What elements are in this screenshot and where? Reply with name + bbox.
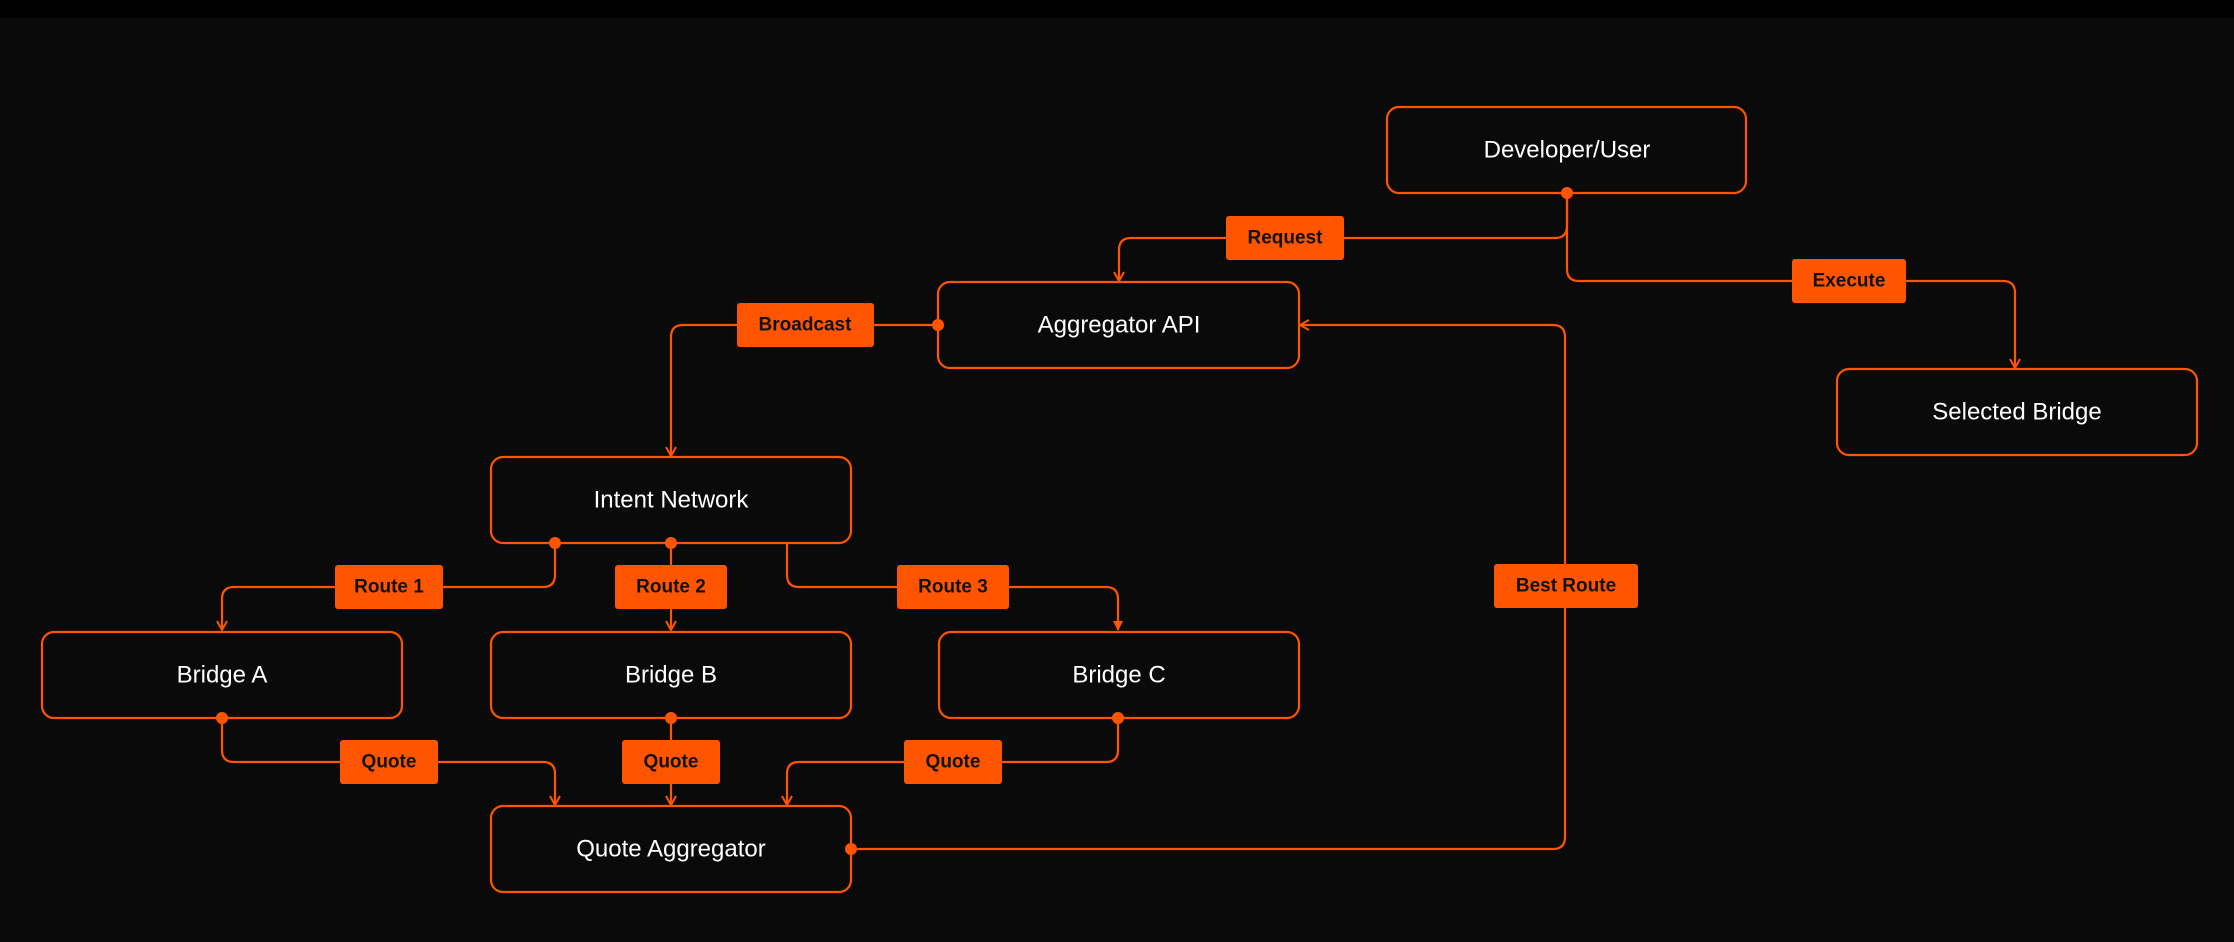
svg-text:Quote: Quote <box>926 752 981 773</box>
node-bridge-c[interactable]: Bridge C <box>937 630 1301 720</box>
edge-label-execute: Execute <box>1792 259 1906 303</box>
intent-network-label: Intent Network <box>594 487 750 514</box>
svg-text:Quote: Quote <box>362 752 417 773</box>
svg-text:Execute: Execute <box>1813 271 1886 292</box>
port-developer-user-out <box>1561 187 1573 199</box>
port-aggregator-api-out <box>932 319 944 331</box>
port-intent-route-2 <box>665 537 677 549</box>
port-bridge-b-out <box>665 712 677 724</box>
edge-label-route-2: Route 2 <box>615 565 727 609</box>
port-bridge-a-out <box>216 712 228 724</box>
node-bridge-b[interactable]: Bridge B <box>489 630 853 720</box>
edge-label-quote-b: Quote <box>622 740 720 784</box>
edge-label-best-route: Best Route <box>1494 564 1638 608</box>
node-selected-bridge[interactable]: Selected Bridge <box>1835 367 2199 457</box>
quote-aggregator-label: Quote Aggregator <box>576 836 765 863</box>
port-bridge-c-out <box>1112 712 1124 724</box>
node-intent-network[interactable]: Intent Network <box>489 455 853 545</box>
aggregator-api-label: Aggregator API <box>1038 312 1201 339</box>
edge-label-request: Request <box>1226 216 1344 260</box>
node-developer-user[interactable]: Developer/User <box>1385 105 1748 195</box>
edge-execute <box>1565 193 2015 368</box>
bridge-a-label: Bridge A <box>177 662 268 689</box>
svg-text:Request: Request <box>1248 228 1324 249</box>
svg-text:Quote: Quote <box>644 752 699 773</box>
svg-text:Route 2: Route 2 <box>636 577 706 598</box>
selected-bridge-label: Selected Bridge <box>1932 399 2101 426</box>
svg-text:Route 1: Route 1 <box>354 577 424 598</box>
svg-text:Broadcast: Broadcast <box>759 315 853 336</box>
edge-broadcast <box>671 323 938 456</box>
node-aggregator-api[interactable]: Aggregator API <box>936 280 1301 370</box>
port-intent-route-1 <box>549 537 561 549</box>
bridge-c-label: Bridge C <box>1072 662 1165 689</box>
developer-user-label: Developer/User <box>1484 137 1651 164</box>
edge-label-broadcast: Broadcast <box>737 303 874 347</box>
bridge-b-label: Bridge B <box>625 662 717 689</box>
edge-label-route-3: Route 3 <box>897 565 1009 609</box>
edge-label-quote-a: Quote <box>340 740 438 784</box>
port-quote-aggregator-out <box>845 843 857 855</box>
edge-label-route-1: Route 1 <box>335 565 443 609</box>
svg-text:Best Route: Best Route <box>1516 576 1616 597</box>
diagram-canvas: Developer/User Aggregator API Selected B… <box>0 18 2234 942</box>
node-quote-aggregator[interactable]: Quote Aggregator <box>489 804 853 894</box>
flow-diagram: Developer/User Aggregator API Selected B… <box>40 105 2199 894</box>
node-bridge-a[interactable]: Bridge A <box>40 630 404 720</box>
svg-text:Route 3: Route 3 <box>918 577 988 598</box>
edge-label-quote-c: Quote <box>904 740 1002 784</box>
